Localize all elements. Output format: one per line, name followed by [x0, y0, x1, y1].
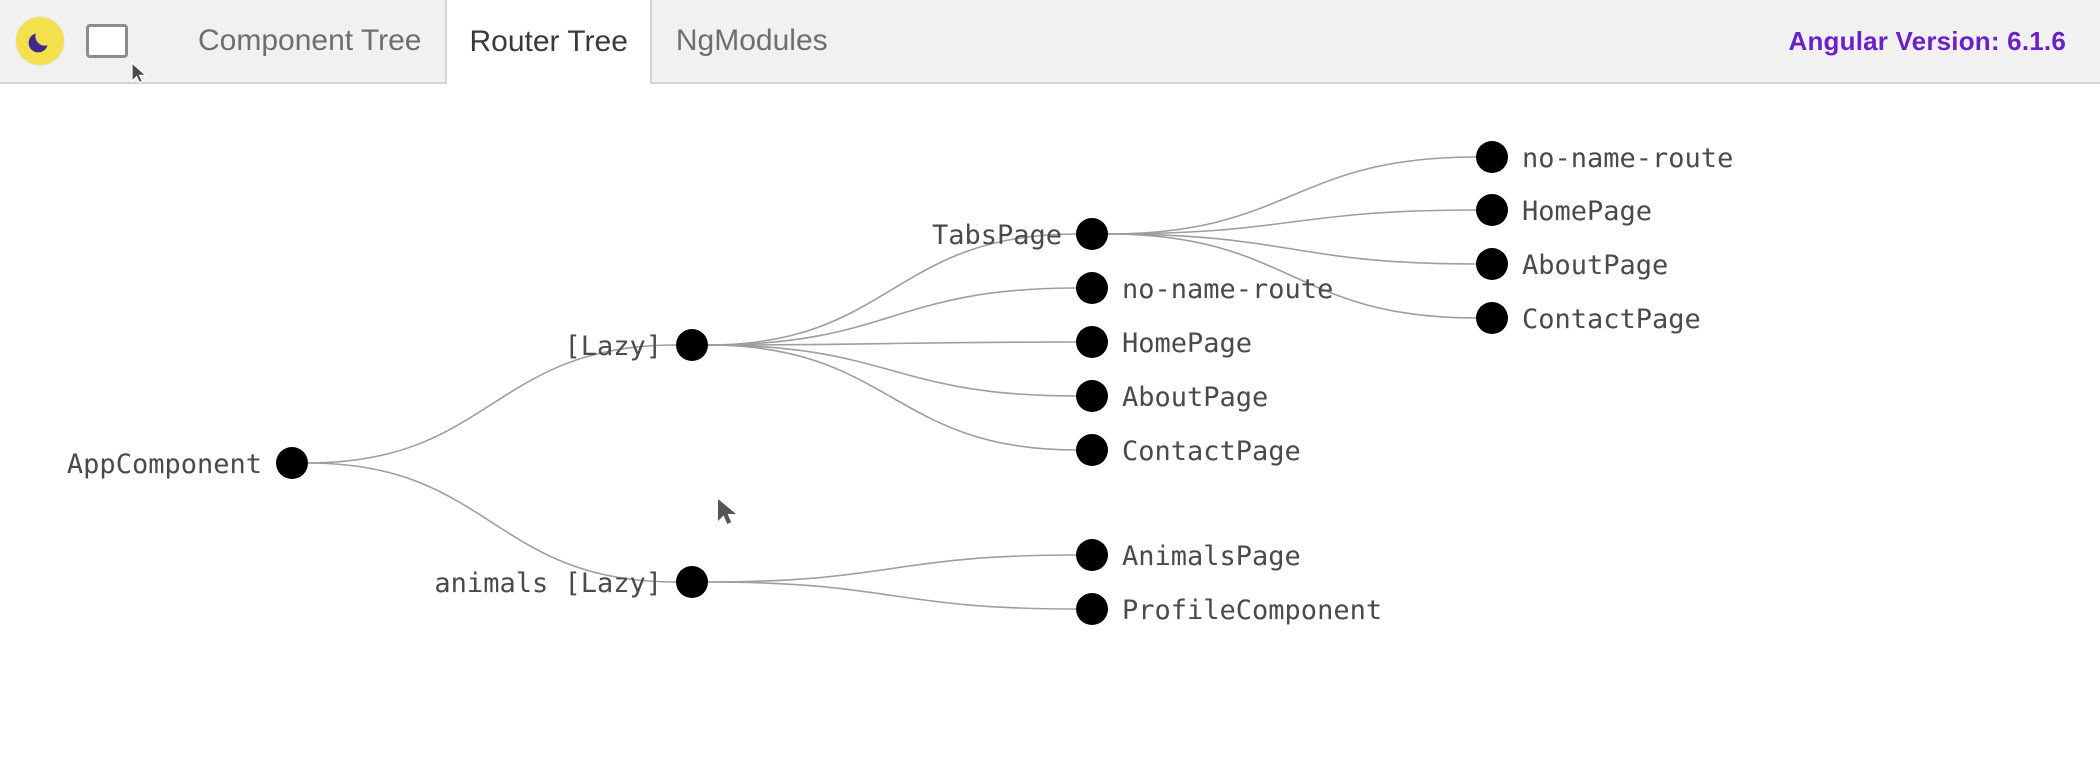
tree-node-label: HomePage	[1122, 328, 1252, 359]
tree-edge	[307, 344, 677, 464]
tree-node[interactable]: AppComponent	[67, 447, 308, 480]
tree-node-label: AboutPage	[1522, 250, 1668, 281]
tree-node[interactable]: ProfileComponent	[1076, 593, 1382, 626]
tree-node[interactable]: no-name-route	[1476, 141, 1733, 174]
tab-component-tree-label: Component Tree	[198, 24, 422, 57]
tree-node-label: no-name-route	[1522, 143, 1733, 174]
tree-edge	[707, 341, 1077, 346]
tree-node[interactable]: AboutPage	[1076, 380, 1268, 413]
tree-node-label: AboutPage	[1122, 382, 1268, 413]
angular-version-label: Angular Version: 6.1.6	[1788, 25, 2066, 56]
tree-node-dot[interactable]	[1076, 218, 1108, 250]
tree-node-dot[interactable]	[1476, 248, 1508, 280]
tree-edge	[1107, 209, 1477, 235]
tab-ngmodules[interactable]: NgModules	[652, 0, 852, 82]
tree-node-dot[interactable]	[1076, 326, 1108, 358]
tab-component-tree[interactable]: Component Tree	[174, 0, 445, 82]
tree-node-label: [Lazy]	[564, 331, 662, 362]
tree-node-dot[interactable]	[1076, 272, 1108, 304]
tree-edge	[1107, 156, 1477, 235]
tree-node-label: ContactPage	[1122, 436, 1301, 467]
node-layer: AppComponent [Lazy] animals [Lazy] TabsPage…	[67, 141, 1733, 626]
tab-router-tree[interactable]: Router Tree	[445, 0, 652, 84]
tab-ngmodules-label: NgModules	[675, 24, 828, 57]
tree-edge	[707, 554, 1077, 583]
toolbar-left-group	[0, 0, 148, 84]
inspect-element-button[interactable]	[86, 24, 148, 84]
tree-node-dot[interactable]	[1476, 194, 1508, 226]
tab-bar: Component Tree Router Tree NgModules	[174, 0, 852, 84]
toolbar-right-group: Angular Version: 6.1.6	[1789, 0, 2100, 82]
tree-node-dot[interactable]	[1476, 141, 1508, 173]
tree-node-dot[interactable]	[1076, 380, 1108, 412]
tree-node[interactable]: no-name-route	[1076, 272, 1333, 305]
tree-edge	[1107, 233, 1477, 319]
tree-node-label: no-name-route	[1122, 274, 1333, 305]
tree-node-dot[interactable]	[1076, 539, 1108, 571]
devtools-toolbar: Component Tree Router Tree NgModules Ang…	[0, 0, 2100, 84]
tree-node-dot[interactable]	[1076, 593, 1108, 625]
tree-node-dot[interactable]	[1076, 434, 1108, 466]
tree-edge	[307, 462, 677, 583]
router-tree-svg[interactable]: AppComponent [Lazy] animals [Lazy] TabsPage…	[0, 84, 2100, 778]
tab-router-tree-label: Router Tree	[469, 25, 628, 58]
tree-node[interactable]: TabsPage	[932, 218, 1108, 251]
tree-node-label: HomePage	[1522, 196, 1652, 227]
tree-node-label: TabsPage	[932, 220, 1062, 251]
tree-edge	[1107, 233, 1477, 265]
tree-node-dot[interactable]	[676, 566, 708, 598]
tree-node-label: ProfileComponent	[1122, 595, 1382, 626]
tree-node-label: ContactPage	[1522, 304, 1701, 335]
tree-node[interactable]: AboutPage	[1476, 248, 1668, 281]
tree-edge	[707, 344, 1077, 397]
tree-node[interactable]: HomePage	[1476, 194, 1652, 227]
tree-node[interactable]: ContactPage	[1476, 302, 1701, 335]
tree-node[interactable]: ContactPage	[1076, 434, 1301, 467]
tree-edge	[707, 287, 1077, 346]
theme-toggle-button[interactable]	[16, 17, 64, 65]
tree-node-label: AppComponent	[67, 449, 262, 480]
tree-node[interactable]: animals [Lazy]	[434, 566, 708, 599]
router-tree-canvas[interactable]: AppComponent [Lazy] animals [Lazy] TabsPage…	[0, 84, 2100, 778]
tree-edge	[707, 581, 1077, 610]
tree-node[interactable]: HomePage	[1076, 326, 1252, 359]
tree-node[interactable]: [Lazy]	[564, 329, 708, 362]
tree-node-label: animals [Lazy]	[434, 568, 662, 599]
tree-node-label: AnimalsPage	[1122, 541, 1301, 572]
tree-edge	[707, 233, 1077, 346]
moon-icon	[25, 26, 55, 56]
tree-node-dot[interactable]	[1476, 302, 1508, 334]
tree-edge	[707, 344, 1077, 451]
edge-layer	[307, 156, 1477, 610]
tree-node-dot[interactable]	[676, 329, 708, 361]
tree-node-dot[interactable]	[276, 447, 308, 479]
tree-node[interactable]: AnimalsPage	[1076, 539, 1301, 572]
